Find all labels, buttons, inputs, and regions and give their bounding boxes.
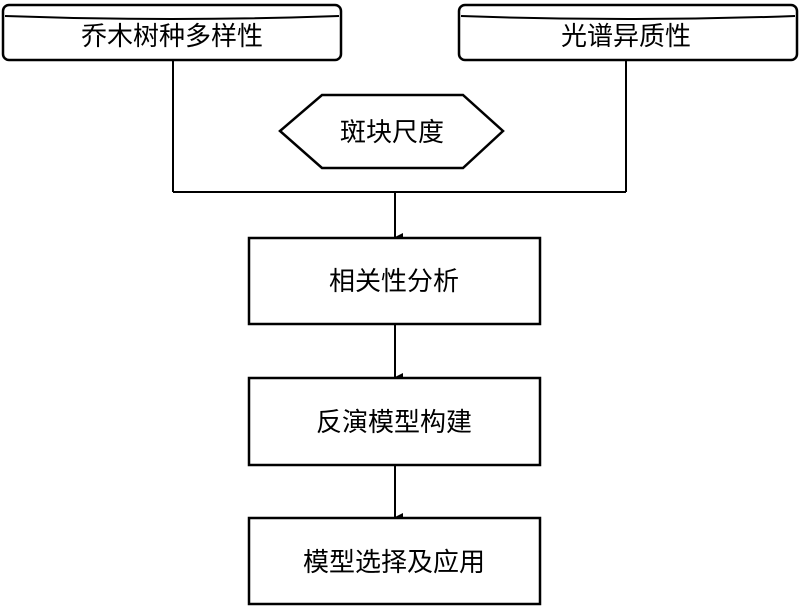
- label-inversion-model-construction: 反演模型构建: [316, 408, 472, 438]
- node-tree-species-diversity: 乔木树种多样性: [1, 3, 343, 62]
- label-patch-scale: 斑块尺度: [340, 118, 444, 148]
- node-patch-scale: 斑块尺度: [278, 93, 505, 170]
- node-model-selection-application: 模型选择及应用: [247, 516, 542, 606]
- connector-merge: [172, 60, 627, 193]
- node-correlation-analysis: 相关性分析: [247, 236, 542, 326]
- node-inversion-model-construction: 反演模型构建: [247, 376, 542, 467]
- label-model-selection-application: 模型选择及应用: [303, 548, 485, 578]
- label-spectral-heterogeneity: 光谱异质性: [561, 22, 691, 52]
- label-tree-species-diversity: 乔木树种多样性: [81, 22, 263, 52]
- label-correlation-analysis: 相关性分析: [329, 267, 459, 297]
- node-spectral-heterogeneity: 光谱异质性: [457, 3, 799, 62]
